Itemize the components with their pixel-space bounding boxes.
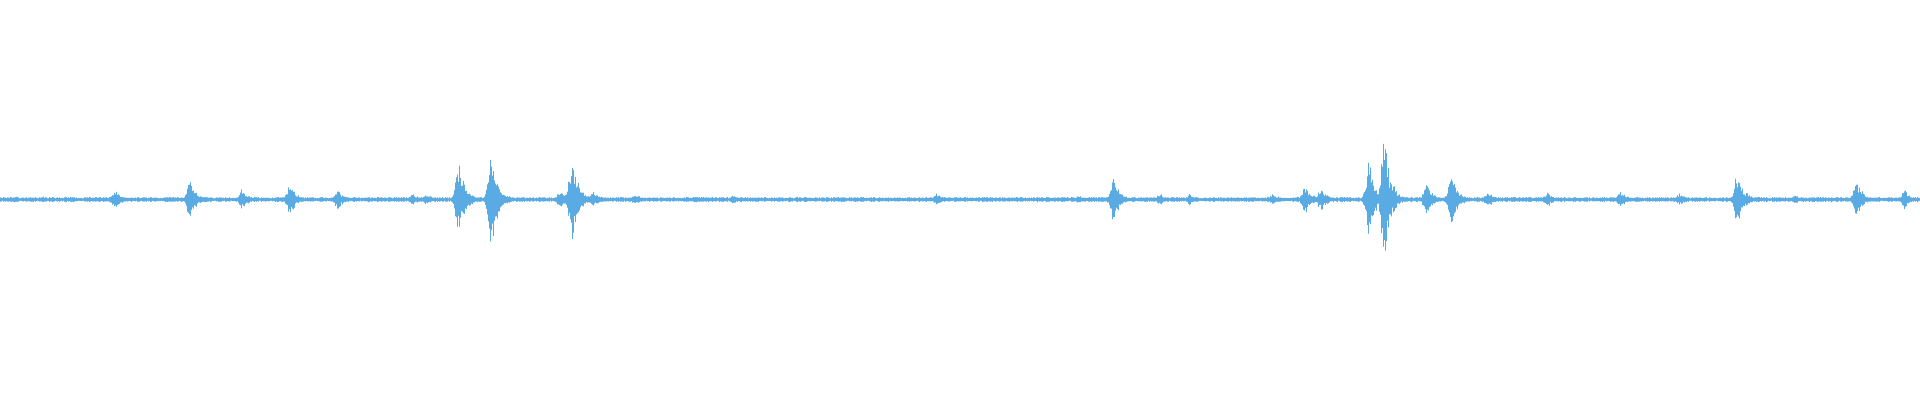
waveform-path <box>0 143 1920 251</box>
waveform-samples <box>0 143 1920 251</box>
